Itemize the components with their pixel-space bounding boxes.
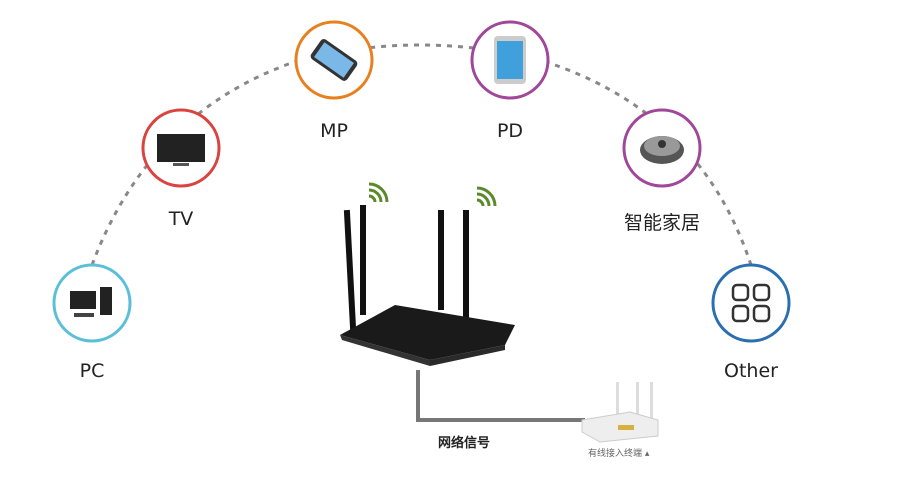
device-label: MP <box>320 120 348 142</box>
device-circle <box>711 263 791 343</box>
device-node <box>622 108 702 188</box>
mobile-phone-icon <box>310 39 358 81</box>
device-node <box>52 263 132 343</box>
grid-apps-icon <box>731 283 771 323</box>
modem-image <box>581 382 659 443</box>
network-cable <box>416 370 585 422</box>
device-label: 智能家居 <box>623 212 701 234</box>
device-label: Other <box>724 360 778 382</box>
wifi-signal-icon <box>368 182 497 207</box>
device-node <box>141 108 221 188</box>
device-node <box>711 263 791 343</box>
wire-label: 网络信号 <box>438 436 491 451</box>
router-image <box>340 205 515 366</box>
desktop-pc-icon <box>70 287 112 317</box>
modem-label: 有线接入终端 ▴ <box>588 449 650 459</box>
device-node <box>470 20 550 100</box>
robot-vacuum-icon <box>640 136 684 164</box>
device-label: TV <box>168 208 194 230</box>
device-label: PD <box>496 120 524 142</box>
tv-icon <box>157 134 205 166</box>
tablet-icon <box>494 36 526 84</box>
device-node <box>294 20 374 100</box>
device-label: PC <box>79 360 105 382</box>
